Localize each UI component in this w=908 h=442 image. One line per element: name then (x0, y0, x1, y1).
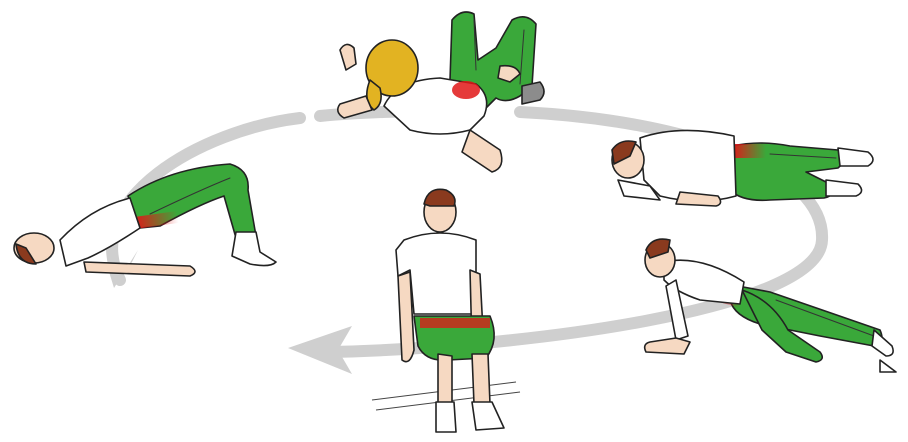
muscle-highlight (420, 318, 490, 328)
exercise-figure-supine-knee-hug (338, 12, 544, 172)
muscle-highlight (452, 81, 480, 99)
exercise-figure-side-lying-stretch (612, 130, 873, 206)
muscle-highlight (732, 144, 766, 158)
exercise-figure-seated-wall-squat (372, 189, 520, 432)
exercise-figure-lunge-stretch (645, 239, 896, 372)
